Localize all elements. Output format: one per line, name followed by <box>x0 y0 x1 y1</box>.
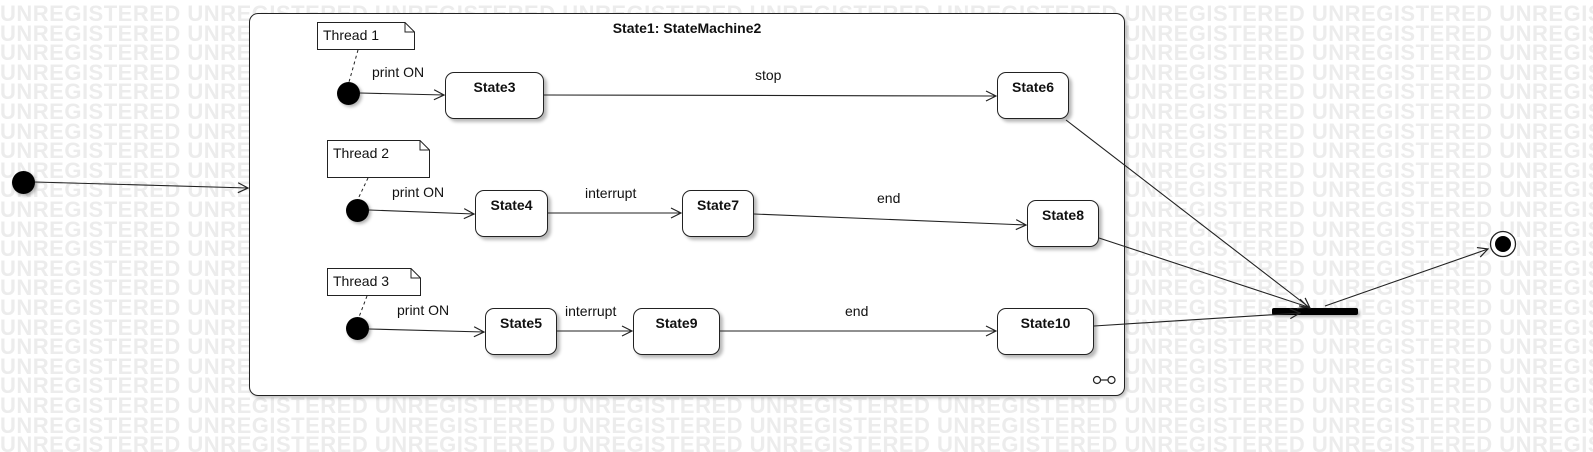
transition-label-t2-interrupt: interrupt <box>585 185 637 201</box>
transition-label-t3-init: print ON <box>397 302 450 318</box>
state-6[interactable]: State6 <box>997 72 1069 119</box>
note-thread-3-text: Thread 3 <box>333 273 390 289</box>
state-4[interactable]: State4 <box>475 190 548 237</box>
watermark-row: UNREGISTERED UNREGISTERED UNREGISTERED U… <box>0 412 1593 438</box>
transition-label-t2-init: print ON <box>392 184 445 200</box>
final-state[interactable] <box>1489 230 1517 258</box>
watermark-row: UNREGISTERED UNREGISTERED UNREGISTERED U… <box>0 393 1593 418</box>
note-shape-icon <box>327 268 421 296</box>
composite-state-title: State1: StateMachine2 <box>612 20 762 36</box>
transition-label-t3-interrupt: interrupt <box>565 303 617 319</box>
note-thread-2-text: Thread 2 <box>333 145 390 161</box>
note-thread-1-text: Thread 1 <box>323 27 380 43</box>
state-5[interactable]: State5 <box>485 308 557 355</box>
state-6-label: State6 <box>1011 79 1055 95</box>
transition-outer-initial-to-state1[interactable] <box>34 181 248 188</box>
state-9[interactable]: State9 <box>633 308 720 355</box>
transition-label-t2-end: end <box>877 190 901 206</box>
note-thread-3[interactable]: Thread 3 <box>327 268 421 296</box>
watermark-row: UNREGISTERED UNREGISTERED UNREGISTERED U… <box>0 432 1593 452</box>
transition-label-t3-end: end <box>845 303 869 319</box>
note-shape-icon <box>317 22 415 50</box>
state-9-label: State9 <box>655 315 698 331</box>
state-8-label: State8 <box>1041 207 1085 223</box>
state-3[interactable]: State3 <box>445 72 544 119</box>
decomposition-icon <box>1092 375 1116 385</box>
thread-2-initial-pseudostate[interactable] <box>346 199 369 222</box>
transition-state8-to-join[interactable] <box>1098 237 1308 307</box>
outer-initial-pseudostate[interactable] <box>12 171 35 194</box>
thread-1-initial-pseudostate[interactable] <box>337 82 360 105</box>
transition-join-to-final[interactable] <box>1324 249 1488 307</box>
state-3-label: State3 <box>473 79 516 95</box>
join-bar[interactable] <box>1272 308 1358 315</box>
final-state-icon <box>1489 230 1517 258</box>
note-thread-1[interactable]: Thread 1 <box>317 22 415 50</box>
transition-label-t1-stop: stop <box>755 67 782 83</box>
transition-label-t1-init: print ON <box>372 64 425 80</box>
state-8[interactable]: State8 <box>1027 200 1099 247</box>
state-10[interactable]: State10 <box>997 308 1094 355</box>
state-4-label: State4 <box>490 197 533 213</box>
state-10-label: State10 <box>1020 315 1071 331</box>
state-7-label: State7 <box>696 197 740 213</box>
state-7[interactable]: State7 <box>682 190 754 237</box>
note-shape-icon <box>327 140 430 178</box>
note-thread-2[interactable]: Thread 2 <box>327 140 430 178</box>
state-5-label: State5 <box>499 315 543 331</box>
thread-3-initial-pseudostate[interactable] <box>346 317 369 340</box>
